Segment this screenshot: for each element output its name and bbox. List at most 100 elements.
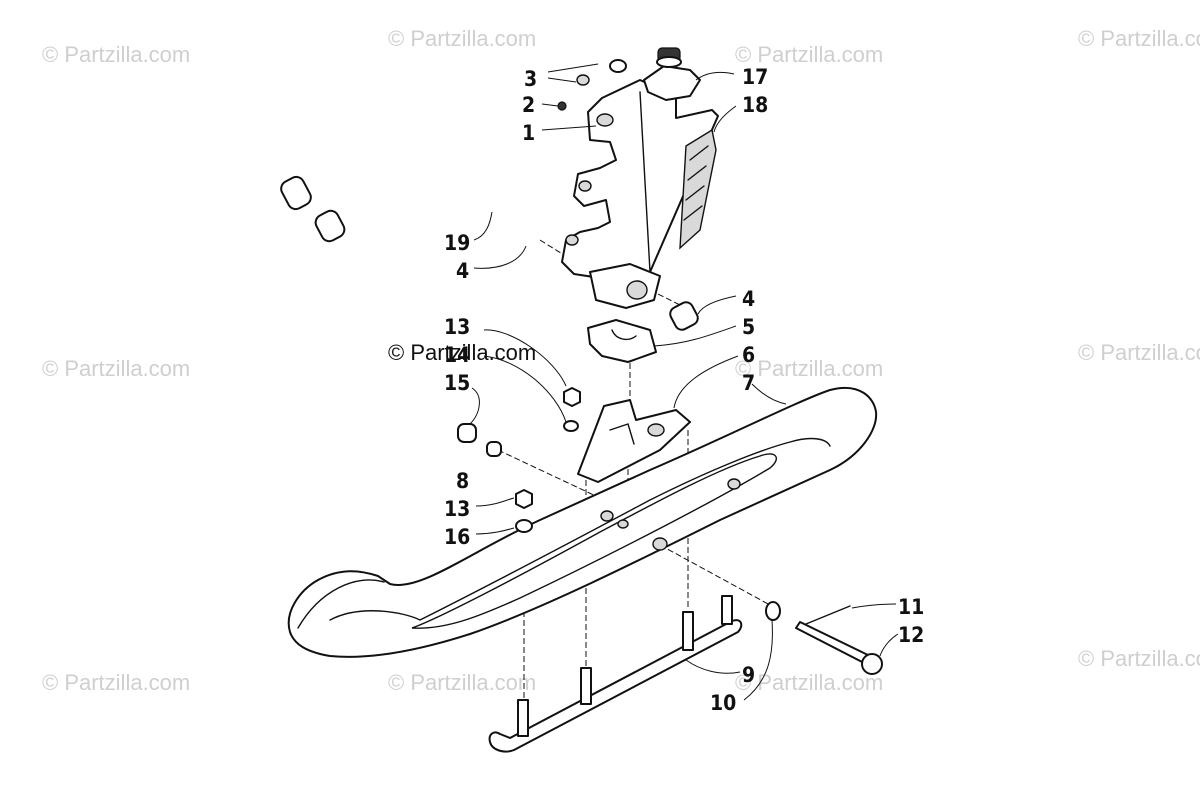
leader-4a xyxy=(473,245,527,269)
watermarks: © Partzilla.com © Partzilla.com © Partzi… xyxy=(42,26,1200,695)
watermark-top-edge: © Partzilla.com xyxy=(1078,26,1200,51)
callout-19: 19 xyxy=(444,231,470,255)
spindle-hole-low xyxy=(565,234,579,246)
callout-12: 12 xyxy=(898,623,924,647)
callout-14: 14 xyxy=(444,343,470,367)
callout-1: 1 xyxy=(522,121,535,145)
callout-6: 6 xyxy=(742,343,755,367)
clamp-5 xyxy=(587,319,657,363)
watermark-top-right: © Partzilla.com xyxy=(735,42,883,67)
leader-11 xyxy=(851,603,897,609)
axis-bolt xyxy=(659,544,771,606)
wear-rod-stud-3 xyxy=(682,611,694,651)
spacer-4-left xyxy=(314,209,346,243)
small-hardware xyxy=(457,387,581,533)
watermark-mid-left: © Partzilla.com xyxy=(42,356,190,381)
callout-13-lower: 13 xyxy=(444,497,470,521)
leader-10 xyxy=(743,619,773,701)
leader-3b xyxy=(547,77,577,83)
watermark-bottom-center: © Partzilla.com xyxy=(388,670,536,695)
bushing-8 xyxy=(486,441,502,457)
ski xyxy=(287,386,878,658)
watermark-bottom-left: © Partzilla.com xyxy=(42,670,190,695)
callouts: 3 2 1 17 18 19 4 4 5 6 7 13 14 15 8 13 1… xyxy=(444,65,924,715)
ski-groove xyxy=(329,437,831,621)
callout-4-right: 4 xyxy=(742,287,755,311)
callout-11: 11 xyxy=(898,595,924,619)
callout-2: 2 xyxy=(522,93,535,117)
leader-13-lower xyxy=(475,497,515,507)
ski-hole-bolt xyxy=(652,537,668,551)
leader-17 xyxy=(695,71,735,81)
leader-lines xyxy=(469,63,899,701)
bracket-6-web xyxy=(609,423,635,445)
callout-17: 17 xyxy=(742,65,768,89)
callout-4-left: 4 xyxy=(456,259,469,283)
bracket-6-hole xyxy=(647,423,665,437)
bushing-15 xyxy=(457,423,477,443)
callout-10: 10 xyxy=(710,691,736,715)
ski-hole-2 xyxy=(617,519,629,529)
callout-13-upper: 13 xyxy=(444,315,470,339)
callout-15: 15 xyxy=(444,371,470,395)
ski-inner-rib xyxy=(411,453,778,629)
leader-7 xyxy=(751,383,787,405)
callout-5: 5 xyxy=(742,315,755,339)
spindle-edge xyxy=(639,91,651,273)
axis-bushing xyxy=(497,449,616,506)
leader-12 xyxy=(879,633,899,657)
clamp-5-notch xyxy=(611,329,637,341)
wear-rod-9 xyxy=(488,619,743,753)
washer-top xyxy=(609,59,627,73)
top-hardware xyxy=(557,59,627,111)
callout-9: 9 xyxy=(742,663,755,687)
spindle-hole-mid xyxy=(578,180,592,192)
leader-14 xyxy=(483,355,567,423)
ski-hole-1 xyxy=(600,510,614,522)
spindle-hole-top xyxy=(596,113,614,127)
wear-rod-stud-2 xyxy=(580,667,592,705)
cap-plate xyxy=(643,65,701,101)
leader-9 xyxy=(685,659,741,674)
lower-block-bore xyxy=(626,280,648,300)
watermark-bottom-right: © Partzilla.com xyxy=(735,670,883,695)
saddle-bracket xyxy=(577,399,691,483)
decal-patch xyxy=(679,128,717,250)
nut-13-lower xyxy=(515,489,533,509)
ski-tip-loop xyxy=(297,579,385,629)
spindle xyxy=(561,79,719,293)
cotter-pin-11 xyxy=(805,605,851,625)
leader-3a xyxy=(547,63,599,73)
watermark-top-center: © Partzilla.com xyxy=(388,26,536,51)
nut-13-upper xyxy=(563,387,581,407)
callout-8: 8 xyxy=(456,469,469,493)
washer-16 xyxy=(515,519,533,533)
watermark-bottom-edge: © Partzilla.com xyxy=(1078,646,1200,671)
ski-body xyxy=(287,386,878,658)
leader-18 xyxy=(713,105,737,133)
watermark-top-left: © Partzilla.com xyxy=(42,42,190,67)
leader-5 xyxy=(653,325,737,347)
leader-4b xyxy=(697,295,737,315)
watermark-mid-center: © Partzilla.com xyxy=(388,340,536,365)
leader-16 xyxy=(475,527,515,535)
pin-and-spacers xyxy=(280,175,699,331)
pivot-bolt xyxy=(765,601,883,675)
bolt-12-head xyxy=(861,653,883,675)
callout-3: 3 xyxy=(524,67,537,91)
washer-10 xyxy=(765,601,781,621)
watermark-mid-edge: © Partzilla.com xyxy=(1078,340,1200,365)
leader-19 xyxy=(473,211,493,241)
wear-rod-stud-4 xyxy=(721,595,733,625)
leader-6 xyxy=(673,355,739,409)
pin-19 xyxy=(280,175,312,211)
ski-hole-rear xyxy=(727,478,741,490)
wear-rod-stud-1 xyxy=(517,699,529,737)
callout-16: 16 xyxy=(444,525,470,549)
grease-fitting-small xyxy=(557,101,567,111)
spindle-cap xyxy=(643,47,701,101)
callout-7: 7 xyxy=(742,371,755,395)
bracket-6 xyxy=(577,399,691,483)
spindle-lower-block xyxy=(589,263,661,309)
